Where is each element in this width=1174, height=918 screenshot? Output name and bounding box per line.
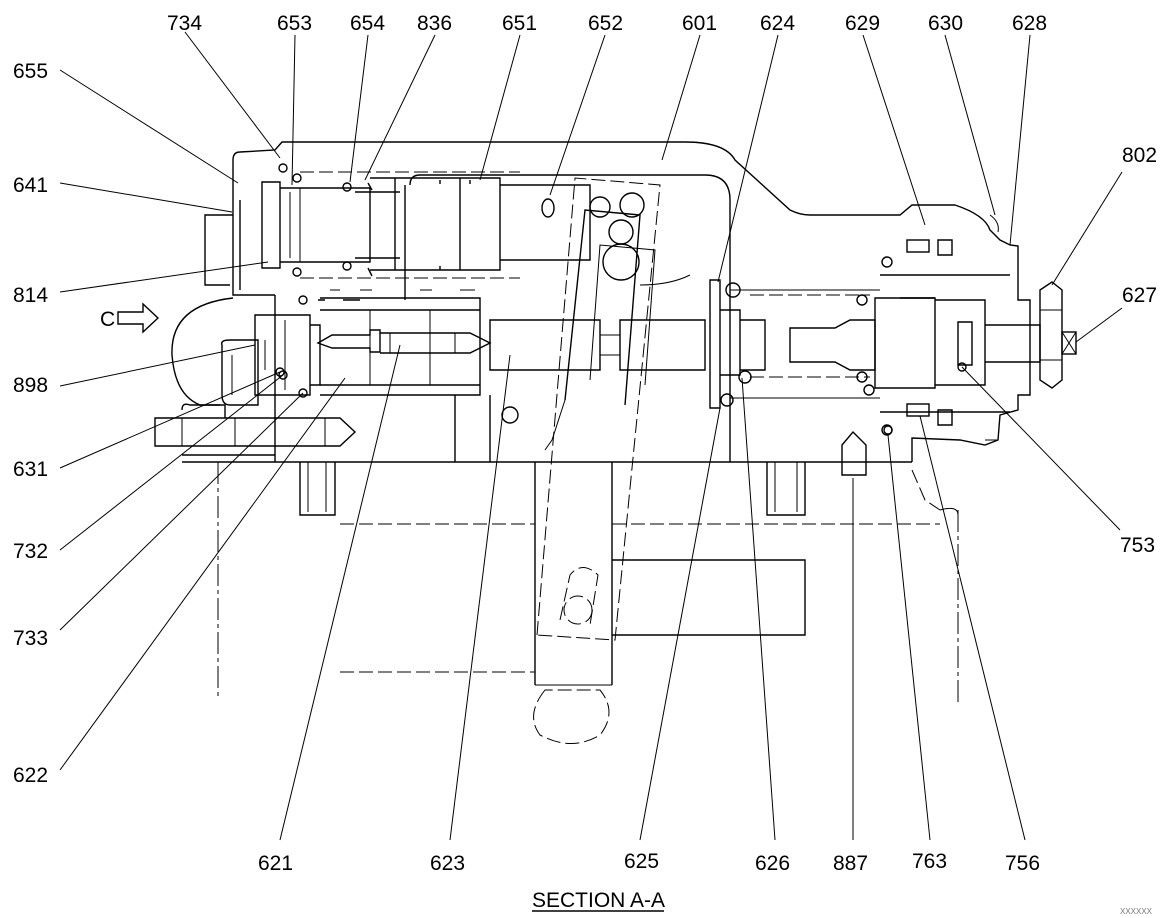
callout-836: 836 <box>417 12 452 35</box>
callout-629: 629 <box>845 12 880 35</box>
callout-732: 732 <box>13 540 48 563</box>
view-arrow-label: C <box>100 308 115 331</box>
callout-628: 628 <box>1012 12 1047 35</box>
callout-622: 622 <box>13 764 48 787</box>
view-arrow-c: C <box>100 302 160 334</box>
callout-624: 624 <box>760 12 795 35</box>
callout-898: 898 <box>13 374 48 397</box>
watermark-code: XXXXXX <box>1120 907 1153 916</box>
callout-621: 621 <box>258 852 293 875</box>
leader-lines <box>59 31 1123 841</box>
callout-626: 626 <box>755 852 790 875</box>
spool-assembly <box>261 163 591 279</box>
callout-763: 763 <box>912 850 947 873</box>
callout-625: 625 <box>624 850 659 873</box>
housing-outline <box>154 141 1031 744</box>
callout-814: 814 <box>13 284 48 307</box>
callout-623: 623 <box>430 852 465 875</box>
callout-655: 655 <box>13 60 48 83</box>
callout-733: 733 <box>13 627 48 650</box>
section-title: SECTION A-A <box>532 889 665 912</box>
callout-631: 631 <box>13 458 48 481</box>
callout-601: 601 <box>682 12 717 35</box>
left-valve-assembly <box>220 299 360 406</box>
callout-641: 641 <box>13 174 48 197</box>
callout-887: 887 <box>833 852 868 875</box>
lever-assembly <box>536 177 691 641</box>
callout-734: 734 <box>167 12 202 35</box>
callout-654: 654 <box>350 12 385 35</box>
callout-753: 753 <box>1120 534 1155 557</box>
callout-651: 651 <box>502 12 537 35</box>
callout-652: 652 <box>588 12 623 35</box>
callout-756: 756 <box>1005 852 1040 875</box>
adjuster-assembly <box>709 214 1077 511</box>
piston-assembly <box>254 289 706 462</box>
callout-627: 627 <box>1122 284 1157 307</box>
callout-630: 630 <box>928 12 963 35</box>
section-caption: SECTION A-A XXXXXX <box>532 889 1153 916</box>
callout-802: 802 <box>1122 144 1157 167</box>
callout-labels: 734 653 654 836 651 652 601 624 629 630 … <box>13 12 1157 875</box>
callout-653: 653 <box>277 12 312 35</box>
